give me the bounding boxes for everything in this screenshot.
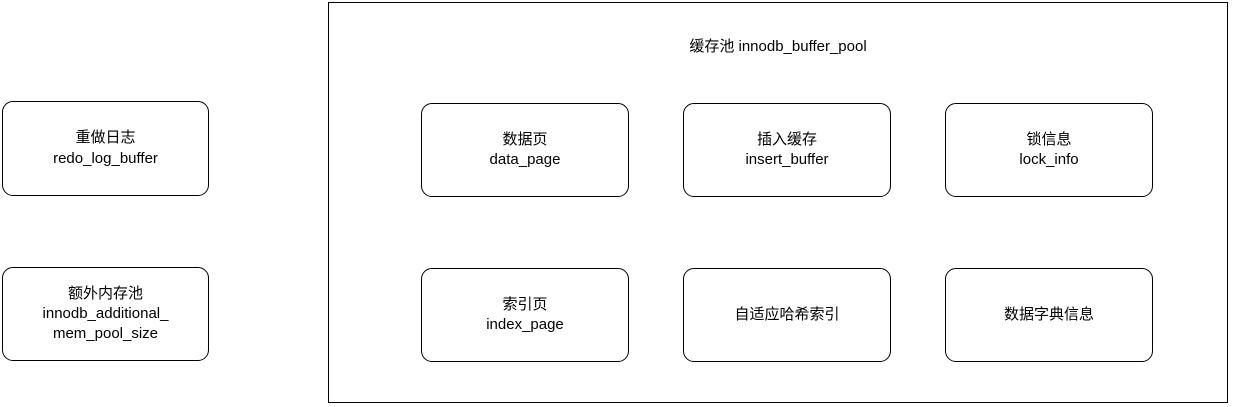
node-lock-info-line1: 锁信息 [1026,130,1072,148]
node-redo-log-buffer[interactable]: 重做日志 redo_log_buffer [2,101,209,196]
buffer-pool-title: 缓存池 innodb_buffer_pool [689,38,867,55]
node-additional-mem-pool[interactable]: 额外内存池 innodb_additional_ mem_pool_size [2,267,209,361]
node-data-dictionary-info[interactable]: 数据字典信息 [945,268,1153,362]
node-insert-buffer[interactable]: 插入缓存 insert_buffer [683,103,891,197]
node-insert-buffer-line1: 插入缓存 [756,130,817,148]
node-data-page-line1: 数据页 [502,130,548,148]
node-index-page-line2: index_page [486,316,564,333]
node-index-page-line1: 索引页 [502,295,548,313]
node-lock-info[interactable]: 锁信息 lock_info [945,103,1153,197]
node-adaptive-hash-index[interactable]: 自适应哈希索引 [683,268,891,362]
node-index-page[interactable]: 索引页 index_page [421,268,629,362]
node-data-page[interactable]: 数据页 data_page [421,103,629,197]
node-data-page-line2: data_page [489,151,561,168]
node-lock-info-line2: lock_info [1019,151,1079,168]
node-insert-buffer-line2: insert_buffer [745,151,829,168]
node-additional-mem-pool-line3: mem_pool_size [52,325,159,343]
node-redo-log-buffer-line2: redo_log_buffer [53,149,158,167]
node-additional-mem-pool-line1: 额外内存池 [67,284,143,302]
node-redo-log-buffer-line1: 重做日志 [75,129,136,147]
node-additional-mem-pool-line2: innodb_additional_ [42,304,169,322]
node-data-dictionary-info-line1: 数据字典信息 [1003,305,1094,323]
buffer-pool-container[interactable]: 缓存池 innodb_buffer_pool 数据页 data_page 插入缓… [328,2,1228,403]
node-adaptive-hash-index-line1: 自适应哈希索引 [734,305,840,323]
